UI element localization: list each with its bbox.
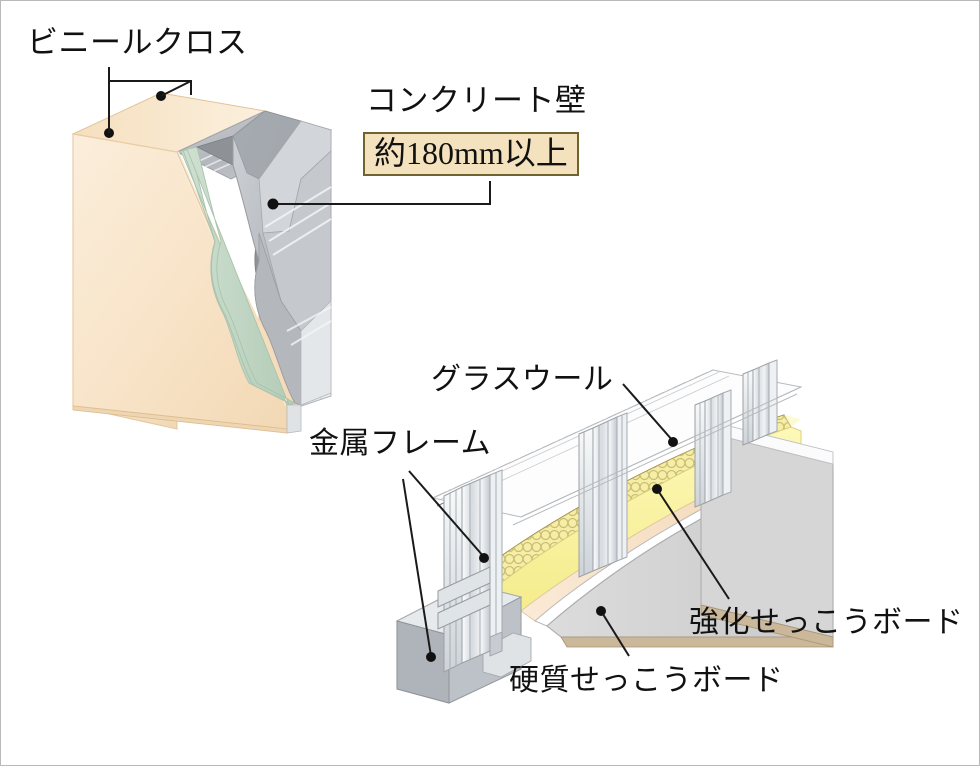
label-reinforced-gypsum-board: 強化せっこうボード	[689, 606, 964, 639]
metal-stud-rear-b	[742, 359, 778, 446]
label-concrete-wall: コンクリート壁	[366, 83, 587, 118]
hard-gypsum-leader-dot	[596, 606, 606, 616]
metal-frame-leader-group	[402, 470, 489, 662]
partition-wall-assembly	[395, 359, 834, 704]
metal-stud-middle	[578, 412, 628, 578]
vinyl-cloth-leader-group	[108, 67, 192, 95]
metal-stud-left	[437, 469, 503, 673]
vinyl-cloth-leader-line-2	[160, 80, 192, 97]
reinforced-gypsum-leader-dot	[652, 484, 662, 494]
metal-stud-rear-a	[694, 389, 732, 508]
concrete-wall-leader-group	[273, 181, 491, 205]
label-hard-gypsum-board: 硬質せっこうボード	[509, 664, 784, 697]
concrete-wall-block	[71, 92, 333, 434]
concrete-wall-leader-dot	[267, 198, 279, 210]
label-vinyl-cloth: ビニールクロス	[27, 25, 248, 60]
label-concrete-thickness-callout: 約180mm以上	[363, 132, 579, 176]
glass-wool-leader-dot	[668, 437, 678, 447]
label-metal-frame: 金属フレーム	[309, 427, 492, 460]
metal-frame-leader-dot-2	[426, 652, 436, 662]
metal-frame-leader-dot-1	[479, 553, 489, 563]
hard-gypsum-leader-group	[596, 606, 630, 657]
glass-wool-leader-group	[622, 383, 678, 447]
reinforced-gypsum-leader-group	[652, 484, 730, 600]
label-glass-wool: グラスウール	[431, 363, 614, 396]
